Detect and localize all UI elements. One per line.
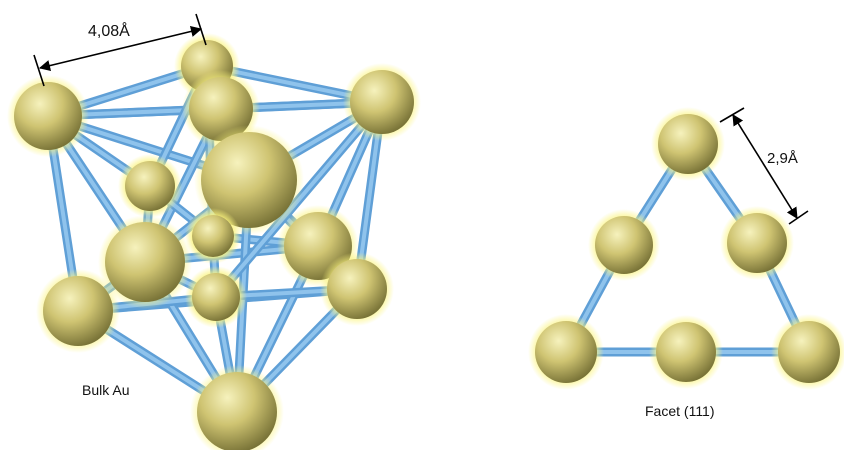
bulk-atom (189, 77, 253, 141)
bulk-atom (201, 132, 297, 228)
facet-dimension-marker: 2,9Å (719, 107, 809, 225)
facet-atom (727, 213, 787, 273)
bulk-atom (350, 70, 414, 134)
bulk-atom (105, 222, 185, 302)
facet-caption: Facet (111) (645, 403, 715, 419)
facet-atoms (528, 107, 844, 390)
bulk-caption: Bulk Au (82, 382, 129, 398)
bulk-atom (192, 273, 240, 321)
facet-atom (658, 114, 718, 174)
bulk-atom (43, 276, 113, 346)
bulk-atom (197, 372, 277, 450)
bulk-atom (327, 259, 387, 319)
facet-structure: 2,9Å Facet (111) (528, 107, 844, 419)
bulk-atom (192, 215, 234, 257)
bulk-dimension-label: 4,08Å (88, 21, 130, 40)
facet-atom (595, 216, 653, 274)
facet-atom (656, 322, 716, 382)
bulk-structure: 4,08Å Bulk Au (7, 13, 421, 450)
bulk-atoms (7, 33, 421, 450)
facet-dimension-label: 2,9Å (767, 150, 798, 167)
bulk-atom (125, 161, 175, 211)
bulk-atom (14, 82, 82, 150)
bulk-dimension-marker: 4,08Å (33, 13, 207, 87)
facet-atom (535, 321, 597, 383)
facet-atom (778, 321, 840, 383)
